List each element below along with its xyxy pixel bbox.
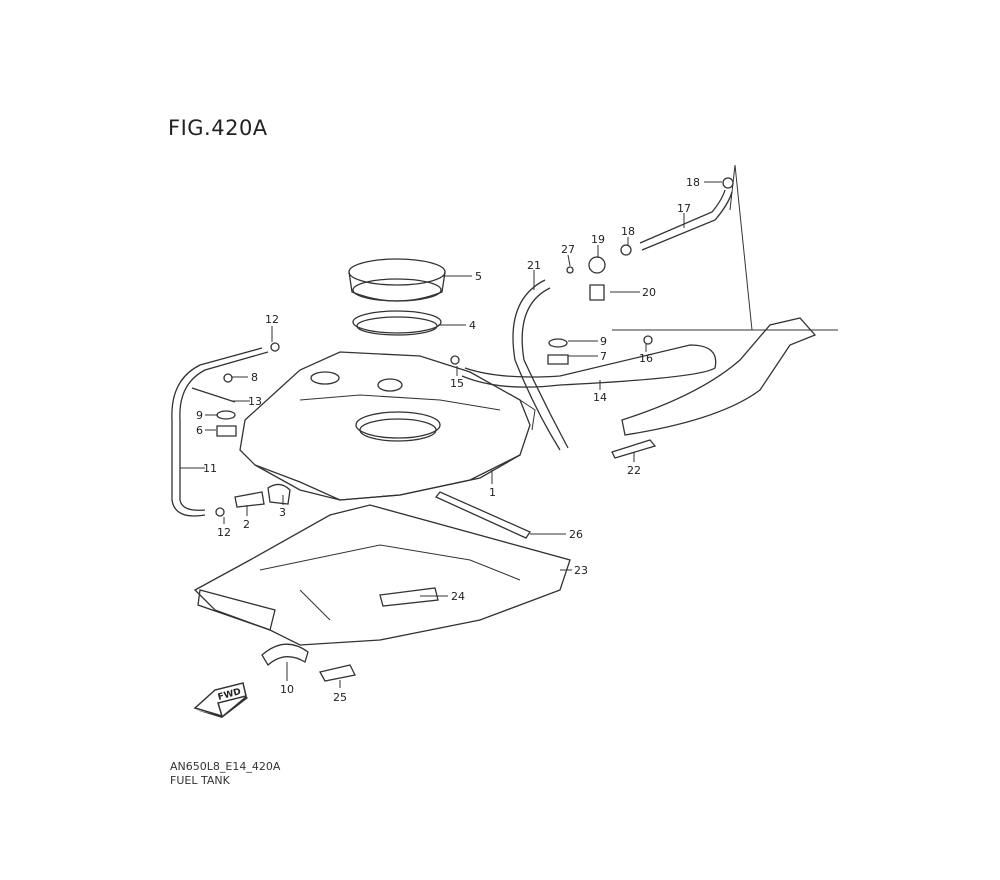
forward-arrow-icon: FWD xyxy=(193,682,248,718)
callout: 2 xyxy=(243,518,250,531)
callout: 21 xyxy=(527,259,541,272)
callout: 14 xyxy=(593,391,607,404)
hose-14 xyxy=(461,344,717,388)
diagram-name: FUEL TANK xyxy=(170,774,230,787)
pad-25 xyxy=(319,664,356,682)
filler-neck xyxy=(621,317,817,436)
callout: 9 xyxy=(196,409,203,422)
callout: 17 xyxy=(677,202,691,215)
callout: 22 xyxy=(627,464,641,477)
fuel-tank xyxy=(239,351,536,501)
callout: 19 xyxy=(591,233,605,246)
callout: 6 xyxy=(196,424,203,437)
callout: 10 xyxy=(280,683,294,696)
under-tray xyxy=(193,504,571,646)
callout: 9 xyxy=(600,335,607,348)
leader-lines xyxy=(180,181,722,688)
gasket xyxy=(352,310,442,336)
callout: 23 xyxy=(574,564,588,577)
diagram-code: AN650L8_E14_420A xyxy=(170,760,281,773)
figure-title: FIG.420A xyxy=(168,116,268,140)
hose-17 xyxy=(639,189,726,244)
hose-11 xyxy=(171,347,263,517)
callout: 7 xyxy=(600,350,607,363)
callout: 1 xyxy=(489,486,496,499)
callout: 4 xyxy=(469,319,476,332)
callout: 11 xyxy=(203,462,217,475)
callout: 15 xyxy=(450,377,464,390)
strip-26 xyxy=(434,491,531,539)
callout: 18 xyxy=(621,225,635,238)
callout: 12 xyxy=(217,526,231,539)
callout: 3 xyxy=(279,506,286,519)
callout: 12 xyxy=(265,313,279,326)
callout: 8 xyxy=(251,371,258,384)
callout: 20 xyxy=(642,286,656,299)
callout: 24 xyxy=(451,590,465,603)
callout: 5 xyxy=(475,270,482,283)
bracket-10 xyxy=(261,643,309,667)
callout: 25 xyxy=(333,691,347,704)
hose-21 xyxy=(512,279,561,451)
callout: 16 xyxy=(639,352,653,365)
fuel-pump-ring xyxy=(348,258,446,302)
callouts: 18 17 19 18 27 21 20 5 4 12 9 7 16 8 15 … xyxy=(196,176,700,704)
callout: 18 xyxy=(686,176,700,189)
callout: 26 xyxy=(569,528,583,541)
callout: 13 xyxy=(248,395,262,408)
callout: 27 xyxy=(561,243,575,256)
